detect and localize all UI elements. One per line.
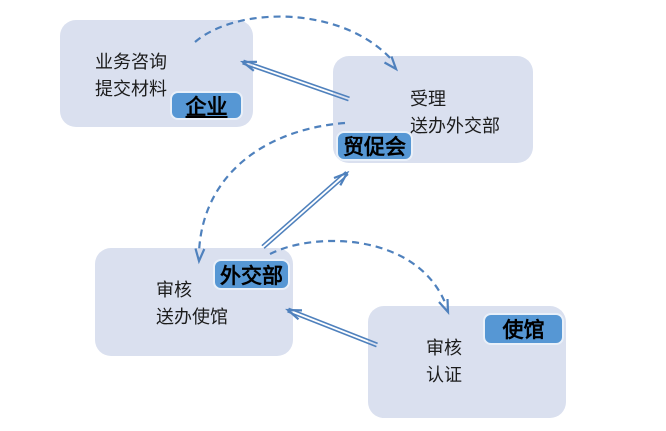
connector-embassy-to-mofa-line2 xyxy=(287,310,377,348)
node-enterprise: 业务咨询 提交材料 企业 xyxy=(60,20,253,127)
connector-mofa-to-ccpit-arrowhead-icon xyxy=(333,170,350,186)
connector-mofa-to-ccpit-line1 xyxy=(263,173,349,249)
connector-mofa-to-ccpit-solid xyxy=(261,170,350,249)
node-ccpit-line1: 受理 xyxy=(410,89,446,109)
node-mofa-line2: 送办使馆 xyxy=(156,307,228,327)
node-ccpit: 受理 送办外交部 贸促会 xyxy=(333,56,533,163)
node-embassy-text: 审核 认证 xyxy=(426,335,462,389)
connector-embassy-to-mofa-solid xyxy=(285,307,378,348)
badge-ccpit: 贸促会 xyxy=(336,131,413,161)
node-embassy-line1: 审核 xyxy=(426,338,462,358)
node-embassy-line2: 认证 xyxy=(426,365,462,385)
connector-mofa-to-embassy-curve xyxy=(269,239,448,306)
node-enterprise-line1: 业务咨询 xyxy=(95,52,167,72)
node-mofa-text: 审核 送办使馆 xyxy=(156,277,228,331)
node-ccpit-line2: 送办外交部 xyxy=(410,116,500,136)
badge-mofa: 外交部 xyxy=(213,259,290,290)
connector-mofa-to-ccpit-line2 xyxy=(261,171,347,247)
node-enterprise-line2: 提交材料 xyxy=(95,79,167,99)
connector-ccpit-to-mofa-curve xyxy=(197,121,346,253)
node-ccpit-text: 受理 送办外交部 xyxy=(410,86,500,140)
badge-enterprise: 企业 xyxy=(170,91,243,120)
node-enterprise-text: 业务咨询 提交材料 xyxy=(95,49,167,103)
connector-ccpit-to-mofa-dashed xyxy=(194,121,346,265)
connector-mofa-to-embassy-dashed xyxy=(269,239,450,315)
badge-embassy: 使馆 xyxy=(483,313,564,345)
connector-embassy-to-mofa-line1 xyxy=(288,307,378,345)
node-embassy: 审核 认证 使馆 xyxy=(368,306,566,418)
node-mofa: 审核 送办使馆 外交部 xyxy=(95,248,293,356)
node-mofa-line1: 审核 xyxy=(156,280,192,300)
